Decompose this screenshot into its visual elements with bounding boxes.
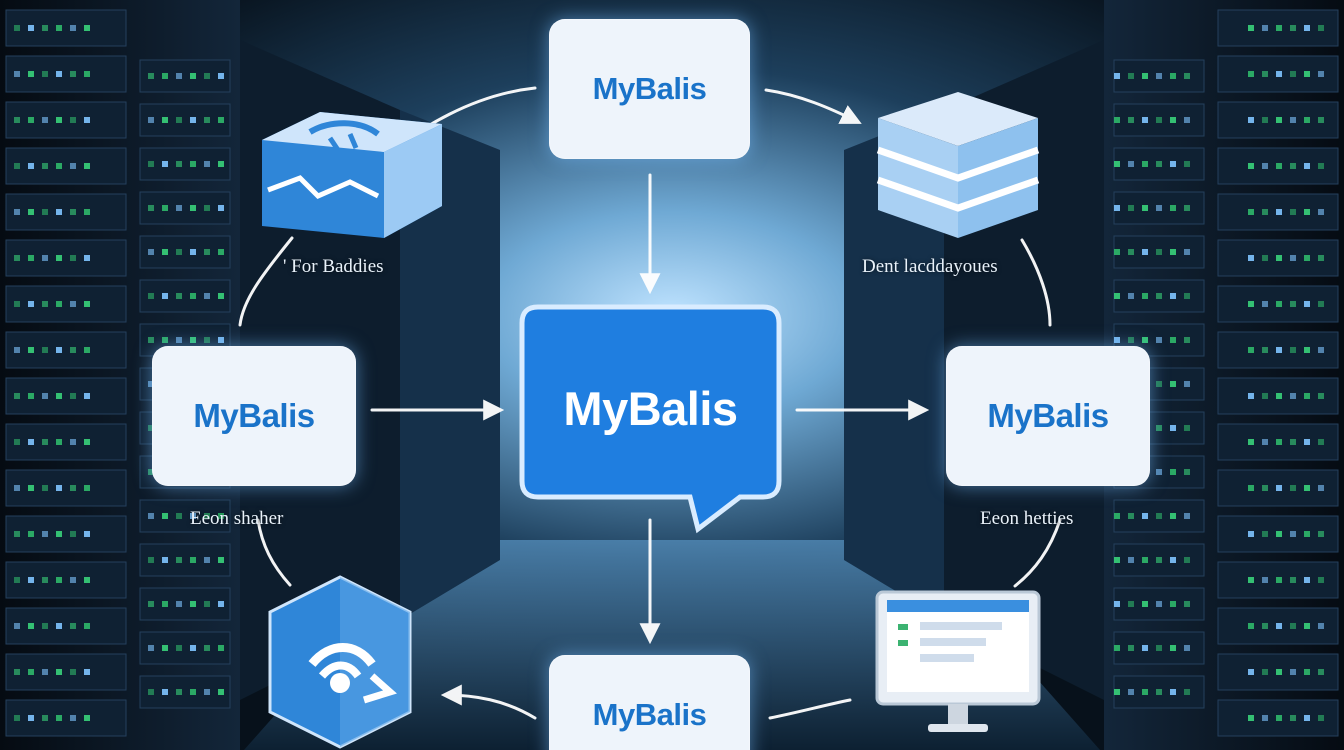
node-left-label: MyBalis (193, 397, 315, 434)
caption-mid-right: Eeon hetties (980, 508, 1074, 529)
node-card-top: MyBalis (549, 19, 750, 159)
caption-mid-left: Eeon shaher (190, 508, 284, 529)
node-top-label: MyBalis (592, 71, 707, 106)
node-right-label: MyBalis (987, 397, 1109, 434)
caption-top-left: ' For Baddies (283, 256, 384, 277)
center-node-label: MyBalis (563, 381, 738, 435)
node-bottom-label: MyBalis (592, 697, 707, 732)
node-card-right: MyBalis (946, 346, 1150, 486)
caption-top-right: Dent lacddayoues (862, 256, 998, 277)
center-speech-bubble (519, 304, 782, 534)
node-card-bottom: MyBalis (549, 655, 750, 750)
node-card-left: MyBalis (152, 346, 356, 486)
